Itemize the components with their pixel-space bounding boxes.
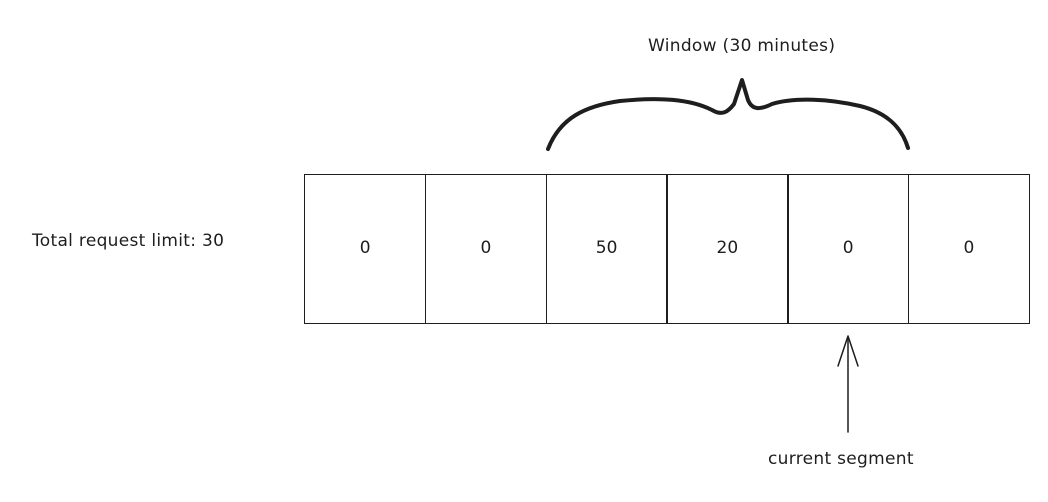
segment-cell: 0 bbox=[907, 174, 1030, 324]
segment-value: 20 bbox=[716, 238, 739, 258]
segment-cell: 0 bbox=[787, 174, 910, 324]
segment-cell: 50 bbox=[545, 174, 668, 324]
request-limit-label: Total request limit: 30 bbox=[32, 231, 225, 251]
segment-row: 0 0 50 20 0 0 bbox=[304, 174, 1030, 326]
segment-value: 0 bbox=[359, 238, 371, 258]
current-segment-label: current segment bbox=[768, 449, 914, 469]
segment-cell: 0 bbox=[424, 174, 547, 324]
segment-cell: 0 bbox=[304, 174, 427, 324]
segment-value: 0 bbox=[842, 238, 854, 258]
segment-value: 0 bbox=[480, 238, 492, 258]
segment-cell: 20 bbox=[666, 174, 789, 324]
window-label: Window (30 minutes) bbox=[648, 36, 836, 56]
segment-value: 0 bbox=[963, 238, 975, 258]
segment-value: 50 bbox=[595, 238, 618, 258]
